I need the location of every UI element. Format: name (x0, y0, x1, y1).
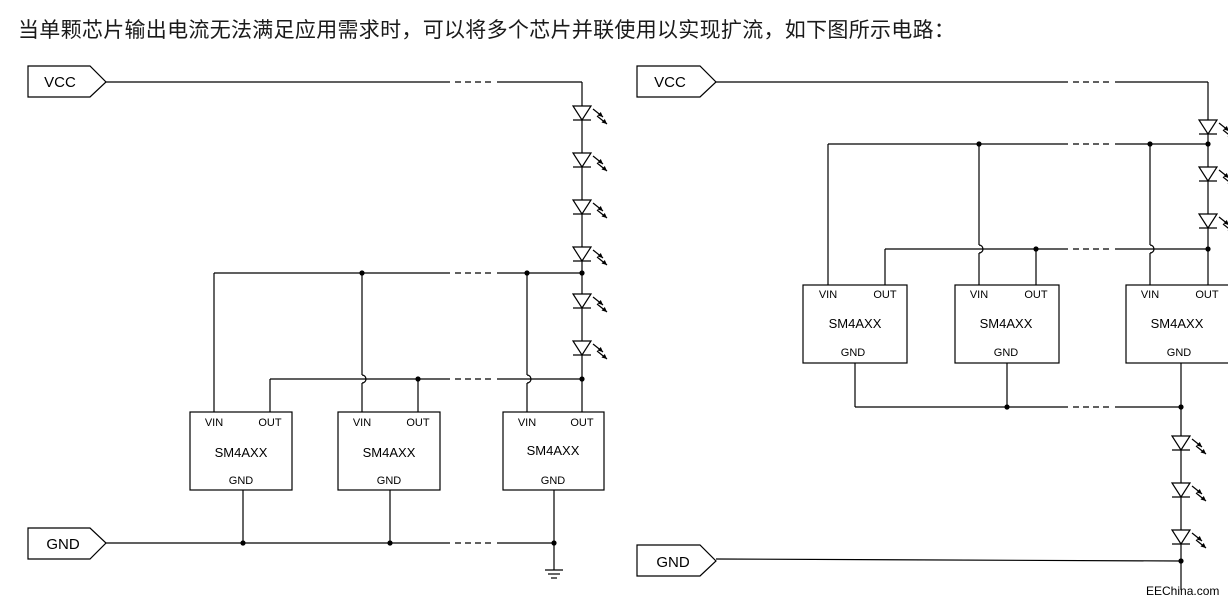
gnd-pin-label: GND (841, 347, 866, 359)
vin-pin-label: VIN (205, 417, 223, 429)
out-pin-label: OUT (570, 417, 594, 429)
chip-part-number: SM4AXX (829, 316, 882, 331)
led-icon (572, 236, 608, 272)
led-icon (1198, 109, 1228, 145)
led-icon (572, 189, 608, 225)
gnd-port-right: GND (636, 544, 717, 577)
led-icon (1198, 156, 1228, 192)
led-icon (572, 283, 608, 319)
led-string-right-bottom (1171, 425, 1207, 555)
gnd-label-left: GND (46, 536, 80, 553)
watermark-text: EEChina.com (1146, 584, 1219, 598)
led-icon (1198, 203, 1228, 239)
gnd-pin-label: GND (377, 475, 402, 487)
chip-part-number: SM4AXX (215, 445, 268, 460)
chip-right-2: VIN OUT SM4AXX GND (954, 284, 1060, 364)
led-icon (1171, 425, 1207, 461)
right-circuit: VCC (636, 65, 1228, 590)
gnd-pin-label: GND (994, 347, 1019, 359)
led-string-left (572, 95, 608, 366)
vin-pin-label: VIN (970, 289, 988, 301)
out-pin-label: OUT (1195, 289, 1219, 301)
left-circuit: VCC (27, 65, 608, 579)
led-icon (572, 95, 608, 131)
gnd-pin-label: GND (541, 475, 566, 487)
chip-part-number: SM4AXX (1151, 316, 1204, 331)
vcc-label-left: VCC (44, 74, 76, 91)
chip-part-number: SM4AXX (363, 445, 416, 460)
gnd-port-left: GND (27, 527, 107, 560)
description-text: 当单颗芯片输出电流无法满足应用需求时，可以将多个芯片并联使用以实现扩流，如下图所… (18, 18, 956, 42)
out-pin-label: OUT (258, 417, 282, 429)
chip-right-1: VIN OUT SM4AXX GND (802, 284, 908, 364)
gnd-pin-label: GND (1167, 347, 1192, 359)
vin-pin-label: VIN (518, 417, 536, 429)
vin-pin-label: VIN (1141, 289, 1159, 301)
out-pin-label: OUT (873, 289, 897, 301)
vin-pin-label: VIN (353, 417, 371, 429)
vcc-port-left: VCC (27, 65, 107, 98)
chip-left-1: VIN OUT SM4AXX GND (189, 411, 293, 491)
led-icon (1171, 519, 1207, 555)
chip-left-3: VIN OUT SM4AXX GND (502, 411, 605, 491)
out-pin-label: OUT (1024, 289, 1048, 301)
chip-part-number: SM4AXX (527, 443, 580, 458)
chip-right-3: VIN OUT SM4AXX GND (1125, 284, 1228, 364)
chip-left-2: VIN OUT SM4AXX GND (337, 411, 441, 491)
led-string-right-top (1198, 109, 1228, 239)
vcc-label-right: VCC (654, 74, 686, 91)
vcc-port-right: VCC (636, 65, 717, 98)
led-icon (572, 142, 608, 178)
gnd-pin-label: GND (229, 475, 254, 487)
vin-pin-label: VIN (819, 289, 837, 301)
chip-part-number: SM4AXX (980, 316, 1033, 331)
led-icon (572, 330, 608, 366)
gnd-label-right: GND (656, 554, 690, 571)
out-pin-label: OUT (406, 417, 430, 429)
ground-symbol-icon (545, 569, 563, 579)
led-icon (1171, 472, 1207, 508)
